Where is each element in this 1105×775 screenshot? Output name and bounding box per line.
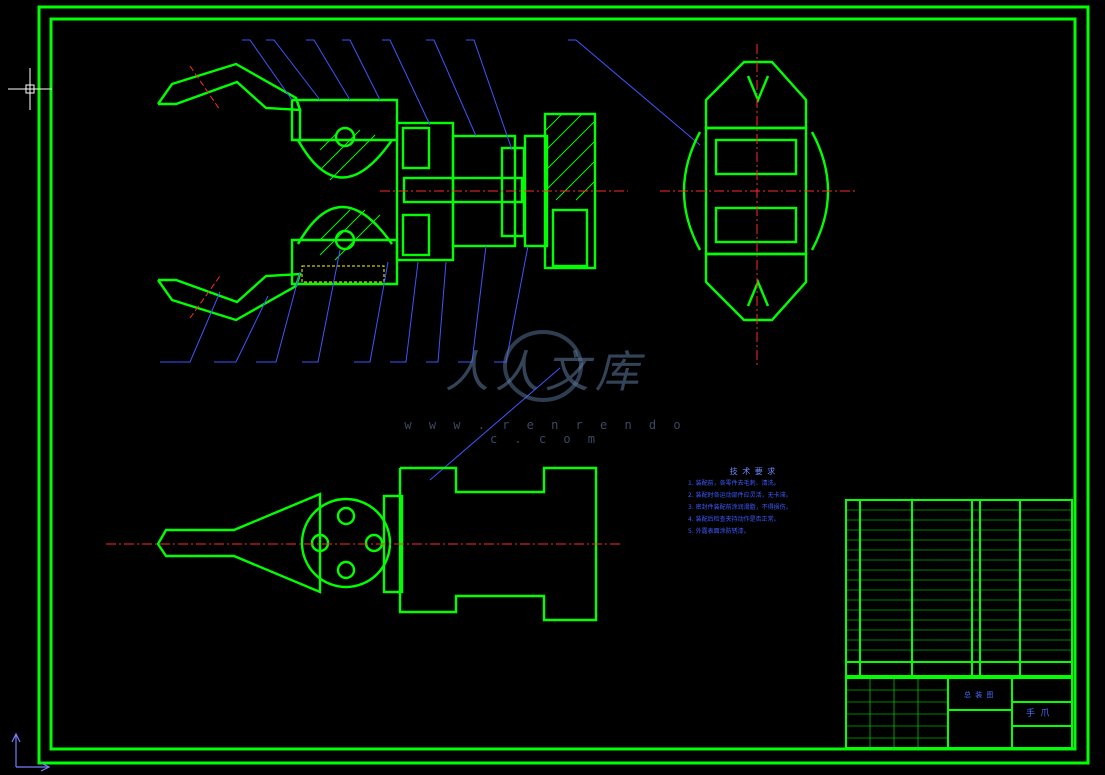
jaw-centerline-lower bbox=[189, 275, 221, 319]
drawing-subtitle: 总 装 图 bbox=[964, 691, 994, 699]
outer-frame bbox=[37, 5, 1090, 765]
hidden-detail bbox=[301, 265, 385, 283]
tech-note-line: 2. 装配时各运动部件应灵活，无卡滞。 bbox=[688, 492, 792, 499]
parts-list-rows bbox=[846, 509, 1072, 651]
tech-note-line: 4. 装配后检查夹持动作是否正常。 bbox=[688, 516, 780, 523]
leader-lines-top bbox=[242, 39, 701, 151]
inner-frame bbox=[49, 17, 1077, 751]
parts-list-table bbox=[845, 499, 1073, 677]
crosshair-cursor-icon bbox=[8, 68, 52, 110]
title-block bbox=[845, 677, 1073, 749]
tech-note-line: 3. 密封件装配前涂润滑脂，不得损伤。 bbox=[688, 504, 792, 511]
title-block-grid bbox=[846, 678, 948, 748]
technical-requirements-title: 技 术 要 求 bbox=[729, 467, 777, 476]
drawing-title: 手 爪 bbox=[1026, 709, 1050, 719]
leader-lines-bottom bbox=[160, 245, 561, 481]
tech-note-line: 5. 外露表面涂防锈漆。 bbox=[688, 528, 750, 535]
flange-hatch bbox=[319, 113, 595, 261]
technical-requirements: 技 术 要 求 1. 装配前，各零件去毛刺、清洗。 2. 装配时各运动部件应灵活… bbox=[688, 466, 818, 538]
tech-note-line: 1. 装配前，各零件去毛刺、清洗。 bbox=[688, 480, 780, 487]
ucs-icon bbox=[11, 732, 51, 772]
